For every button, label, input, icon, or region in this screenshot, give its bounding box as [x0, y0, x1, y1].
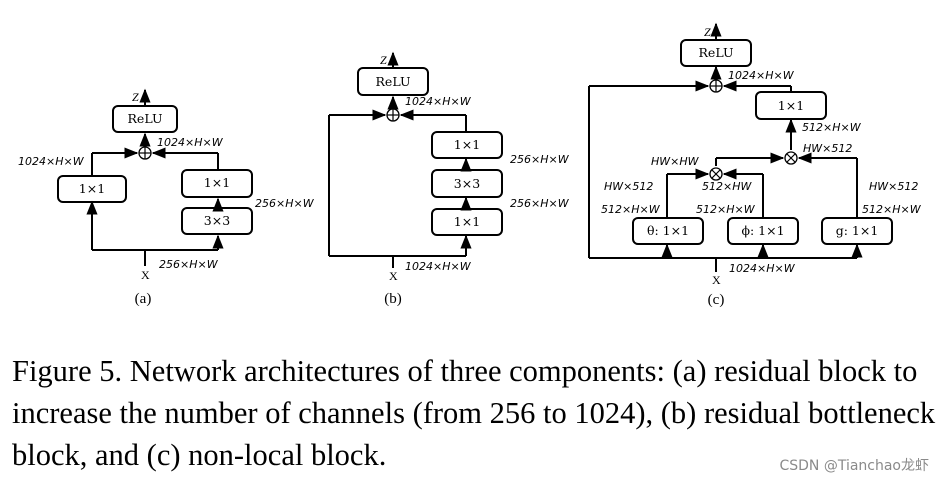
c-output-label: Z	[704, 25, 711, 39]
b-relu-text: ReLU	[376, 74, 411, 89]
a-x-label: X	[141, 268, 150, 282]
b-upper-label: 256×H×W	[510, 153, 570, 166]
a-box-top	[181, 169, 253, 198]
c-left-product-node	[709, 167, 723, 181]
c-right-product-node	[784, 151, 798, 165]
c-x-label: X	[712, 273, 721, 287]
architecture-diagrams: Z ReLU 1×1 1×1 3×3 1024×H×W 1024×H×W 256…	[18, 22, 922, 308]
b-relu-box	[357, 67, 429, 96]
c-phi-text: ϕ: 1×1	[741, 223, 784, 238]
diagram-b-text: Z ReLU 1×1 3×3 1×1 1024×H×W 256×H×W 256×…	[376, 53, 570, 307]
b-box-mid	[431, 169, 503, 198]
b-box-mid-text: 3×3	[454, 176, 480, 191]
b-caption: (b)	[384, 291, 402, 307]
b-box-top-text: 1×1	[454, 137, 480, 152]
a-shortcut-text: 1×1	[79, 181, 105, 196]
a-box-bottom	[181, 207, 253, 235]
figure-caption: Figure 5. Network architectures of three…	[12, 354, 936, 472]
c-phi-box	[727, 217, 799, 245]
c-relu-text: ReLU	[699, 45, 734, 60]
c-theta-box	[632, 217, 704, 245]
b-box-bottom	[431, 208, 503, 236]
c-g-text: g: 1×1	[836, 223, 879, 238]
c-left-product-label: HW×HW	[651, 155, 700, 168]
b-sum-label: 1024×H×W	[405, 95, 472, 108]
a-shortcut-box	[57, 175, 127, 203]
diagram-b	[328, 51, 503, 268]
diagram-c-text: Z ReLU 1×1 θ: 1×1 ϕ: 1×1 g: 1×1 1024×H×W…	[601, 25, 922, 308]
a-caption: (a)	[135, 291, 152, 307]
a-shortcut-label: 1024×H×W	[18, 155, 85, 168]
c-caption: (c)	[708, 292, 725, 308]
c-g-box	[821, 217, 893, 245]
a-relu-text: ReLU	[128, 111, 163, 126]
a-box-bottom-text: 3×3	[204, 213, 230, 228]
c-theta-in-label: 512×H×W	[601, 203, 661, 216]
a-sum-label: 1024×H×W	[157, 136, 224, 149]
a-input-label: 256×H×W	[159, 258, 219, 271]
diagram-a	[57, 88, 253, 266]
a-relu-box	[112, 105, 178, 133]
a-output-label: Z	[132, 90, 139, 104]
a-mid-label: 256×H×W	[255, 197, 315, 210]
diagram-c	[588, 22, 893, 272]
c-theta-out-label: HW×512	[604, 180, 653, 193]
watermark: CSDN @Tianchao龙虾	[779, 458, 929, 474]
b-input-label: 1024×H×W	[405, 260, 472, 273]
c-theta-text: θ: 1×1	[647, 223, 689, 238]
b-box-bottom-text: 1×1	[454, 214, 480, 229]
c-sum-label: 1024×H×W	[728, 69, 795, 82]
c-g-out-label: HW×512	[869, 180, 918, 193]
c-relu-box	[680, 39, 752, 67]
c-input-label: 1024×H×W	[729, 262, 796, 275]
b-x-label: X	[389, 269, 398, 283]
c-phi-out-label: 512×HW	[702, 180, 752, 193]
c-g-in-label: 512×H×W	[862, 203, 922, 216]
c-out-box	[755, 91, 827, 120]
b-lower-label: 256×H×W	[510, 197, 570, 210]
c-out-label: 512×H×W	[802, 121, 862, 134]
c-right-product-label: HW×512	[803, 142, 852, 155]
diagram-a-text: Z ReLU 1×1 1×1 3×3 1024×H×W 1024×H×W 256…	[18, 90, 315, 307]
a-box-top-text: 1×1	[204, 175, 230, 190]
c-phi-in-label: 512×H×W	[696, 203, 756, 216]
b-box-top	[431, 131, 503, 159]
b-output-label: Z	[380, 53, 387, 67]
c-out-box-text: 1×1	[778, 98, 804, 113]
